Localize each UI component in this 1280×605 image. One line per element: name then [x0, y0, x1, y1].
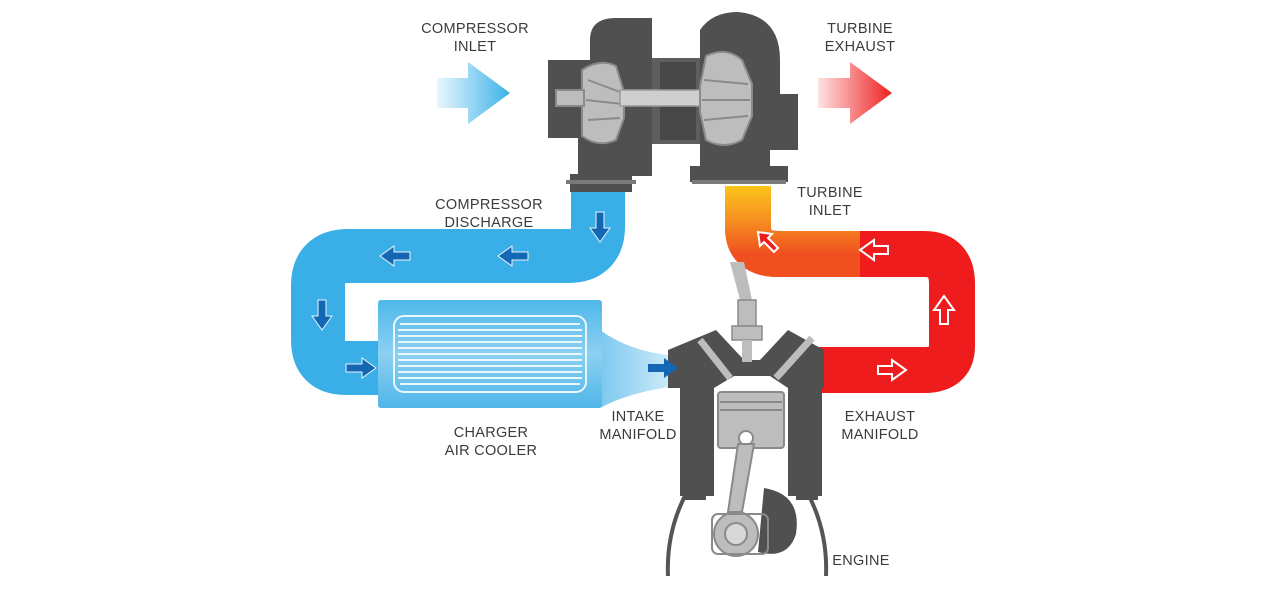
charge-air-cooler [378, 300, 602, 408]
arrow-icon [345, 357, 377, 379]
label-charger-air-cooler: CHARGER AIR COOLER [444, 425, 538, 459]
arrow-icon [648, 358, 678, 378]
label-turbine-inlet: TURBINE INLET [797, 185, 863, 219]
arrow-icon [932, 294, 956, 325]
arrow-icon [497, 245, 529, 267]
turbocharger [548, 12, 798, 192]
label-turbine-exhaust: TURBINE EXHAUST [824, 21, 896, 55]
arrow-icon [756, 230, 780, 254]
label-engine: ENGINE [832, 553, 890, 569]
label-compressor-inlet: COMPRESSOR INLET [421, 21, 529, 55]
cold-flow-arrows [311, 211, 678, 379]
hot-flow-arrows [756, 230, 956, 382]
arrow-icon [311, 299, 333, 331]
arrow-icon [379, 245, 411, 267]
label-compressor-discharge: COMPRESSOR DISCHARGE [435, 197, 543, 231]
label-intake-manifold: INTAKE MANIFOLD [599, 409, 677, 443]
arrow-icon [877, 358, 908, 382]
turbine-exhaust-big-arrow-icon [818, 62, 892, 124]
cold-air-pipe [291, 188, 676, 408]
arrow-icon [589, 211, 611, 243]
arrow-icon [858, 238, 889, 262]
compressor-inlet-big-arrow-icon [437, 62, 510, 124]
engine [665, 262, 829, 577]
label-exhaust-manifold: EXHAUST MANIFOLD [841, 409, 919, 443]
